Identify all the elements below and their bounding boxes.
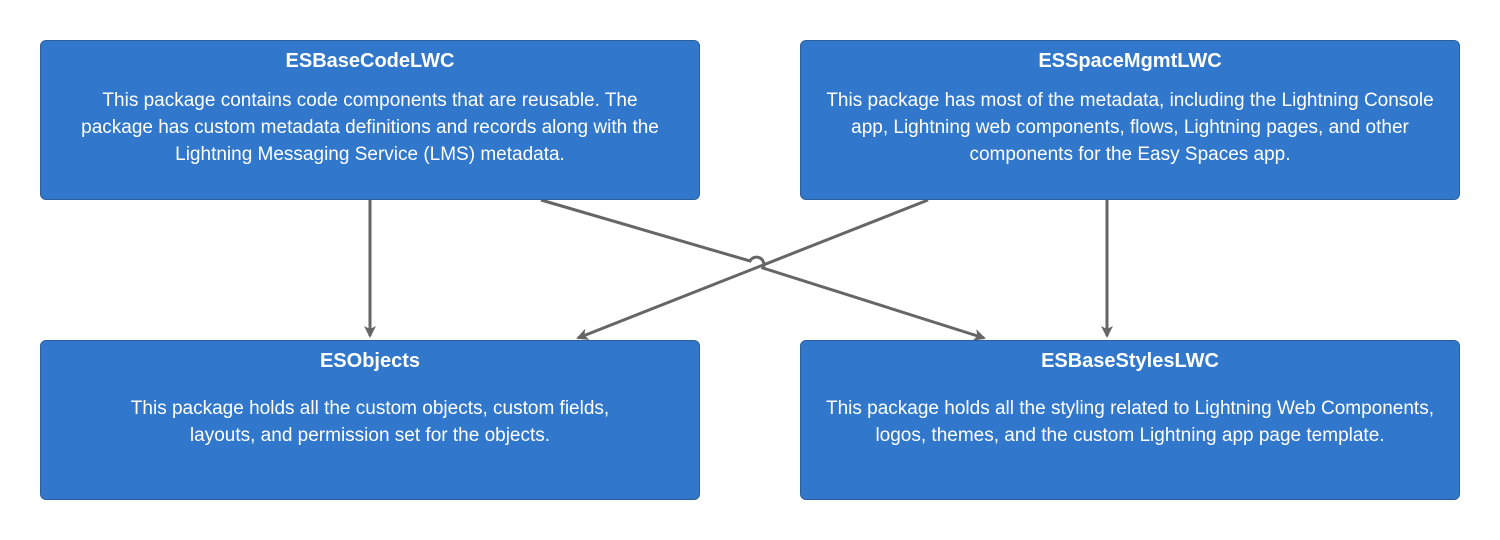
node-es-base-code-lwc[interactable]: ESBaseCodeLWC This package contains code… [40,40,700,200]
node-es-space-mgmt-lwc[interactable]: ESSpaceMgmtLWC This package has most of … [800,40,1460,200]
edge-basecode-to-basestyles [540,198,986,341]
node-description: This package holds all the custom object… [130,398,610,446]
node-es-base-styles-lwc[interactable]: ESBaseStylesLWC This package holds all t… [800,340,1460,500]
node-title: ESSpaceMgmtLWC [1038,50,1222,72]
node-title: ESBaseCodeLWC [285,50,455,72]
node-description: This package holds all the styling relat… [825,398,1434,446]
edge-spacemgmt-to-objects [576,198,929,340]
node-description: This package has most of the metadata, i… [826,90,1434,165]
node-title: ESObjects [319,350,421,372]
node-title: ESBaseStylesLWC [1041,350,1219,372]
node-description: This package contains code components th… [81,90,659,165]
node-es-objects[interactable]: ESObjects This package holds all the cus… [40,340,700,500]
